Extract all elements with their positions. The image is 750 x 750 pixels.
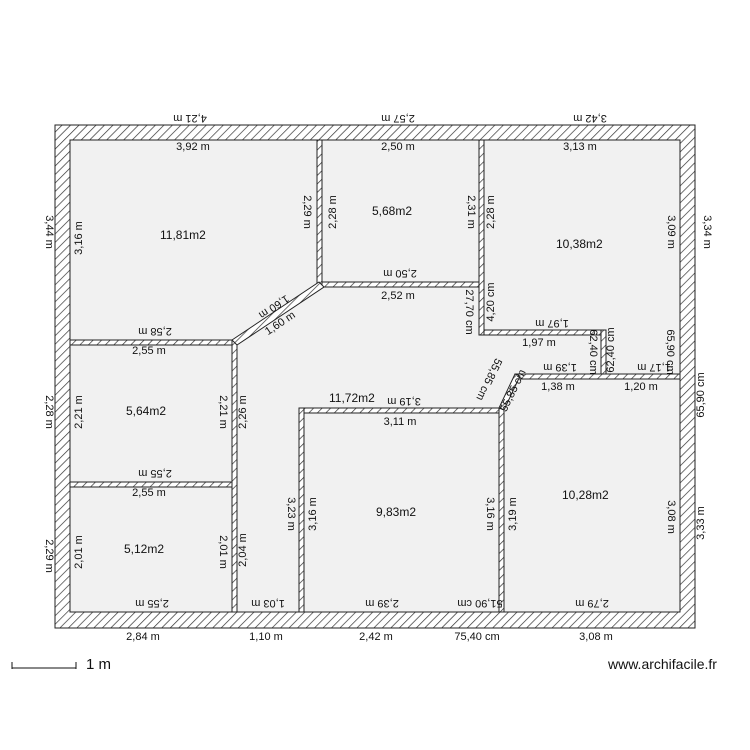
dim-label: 65,90 cm xyxy=(664,329,676,374)
dim-label: 2,21 m xyxy=(217,395,229,429)
room-area-left-bottom: 5,12m2 xyxy=(124,542,164,556)
dim-label: 3,19 m xyxy=(387,395,421,407)
dim-label: 2,42 m xyxy=(359,631,393,643)
dim-label: 2,28 m xyxy=(485,195,497,229)
dim-label: 1,97 m xyxy=(522,337,556,349)
dim-label: 1,17 m xyxy=(637,361,671,373)
dim-label: 3,44 m xyxy=(43,215,55,249)
dim-label: 2,29 m xyxy=(301,195,313,229)
dim-label: 1,39 m xyxy=(543,361,577,373)
dim-label: 3,34 m xyxy=(701,215,713,249)
dim-label: 1,38 m xyxy=(541,381,575,393)
dim-label: 62,40 cm xyxy=(587,329,599,374)
dim-label: 2,04 m xyxy=(237,533,249,567)
dim-label: 3,19 m xyxy=(507,497,519,531)
room-area-top-left: 11,81m2 xyxy=(160,228,206,242)
dim-label: 3,16 m xyxy=(307,497,319,531)
dim-label: 2,57 m xyxy=(381,112,415,124)
dim-label: 1,03 m xyxy=(251,597,285,609)
dim-label: 3,16 m xyxy=(73,221,85,255)
room-area-left-middle: 5,64m2 xyxy=(126,404,166,418)
dim-label: 1,10 m xyxy=(249,631,283,643)
interior-walls xyxy=(69,139,681,613)
dim-label: 51,90 cm xyxy=(457,597,502,609)
dim-label: 2,31 m xyxy=(465,195,477,229)
dim-label: 3,16 m xyxy=(484,497,496,531)
dim-label: 2,28 m xyxy=(43,395,55,429)
dim-label: 2,58 m xyxy=(138,325,172,337)
room-area-right-bottom: 10,28m2 xyxy=(562,488,609,502)
dim-label: 3,13 m xyxy=(563,141,597,153)
dim-label: 75,40 cm xyxy=(454,631,499,643)
dim-label: 2,01 m xyxy=(73,535,85,569)
dim-label: 2,50 m xyxy=(383,267,417,279)
dim-label: 1,97 m xyxy=(535,317,569,329)
dim-label: 4,20 cm xyxy=(485,282,497,321)
dim-label: 3,42 m xyxy=(573,112,607,124)
dim-label: 2,29 m xyxy=(43,539,55,573)
dim-label: 3,33 m xyxy=(695,506,707,540)
room-area-hall: 11,72m2 xyxy=(329,391,375,405)
dim-label: 2,28 m xyxy=(327,195,339,229)
dim-label: 2,55 m xyxy=(135,597,169,609)
dim-label: 3,92 m xyxy=(176,141,210,153)
dim-label: 3,08 m xyxy=(665,500,677,534)
credit-link[interactable]: www.archifacile.fr xyxy=(608,656,717,672)
dim-label: 3,09 m xyxy=(665,215,677,249)
dim-label: 3,08 m xyxy=(579,631,613,643)
dim-label: 2,01 m xyxy=(217,535,229,569)
dim-label: 2,50 m xyxy=(381,141,415,153)
room-area-center-bottom: 9,83m2 xyxy=(376,505,416,519)
dim-label: 2,55 m xyxy=(132,487,166,499)
dim-label: 2,39 m xyxy=(365,597,399,609)
scale-bar xyxy=(11,662,77,669)
dim-label: 62,40 cm xyxy=(605,327,617,372)
dim-label: 2,55 m xyxy=(138,467,172,479)
dim-label: 2,84 m xyxy=(126,631,160,643)
dim-label: 3,23 m xyxy=(285,497,297,531)
dim-label: 2,26 m xyxy=(237,395,249,429)
scale-label: 1 m xyxy=(86,656,112,673)
dim-label: 2,21 m xyxy=(73,395,85,429)
dim-label: 27,70 cm xyxy=(463,289,475,334)
dim-label: 2,52 m xyxy=(381,290,415,302)
room-area-top-middle: 5,68m2 xyxy=(372,204,412,218)
dim-label: 3,11 m xyxy=(384,416,417,428)
dim-label: 2,55 m xyxy=(132,345,166,357)
dim-label: 65,90 cm xyxy=(695,372,707,417)
dim-label: 2,79 m xyxy=(575,597,609,609)
dim-label: 1,20 m xyxy=(624,381,658,393)
room-area-top-right: 10,38m2 xyxy=(556,237,603,251)
dim-label: 4,21 m xyxy=(173,112,207,124)
